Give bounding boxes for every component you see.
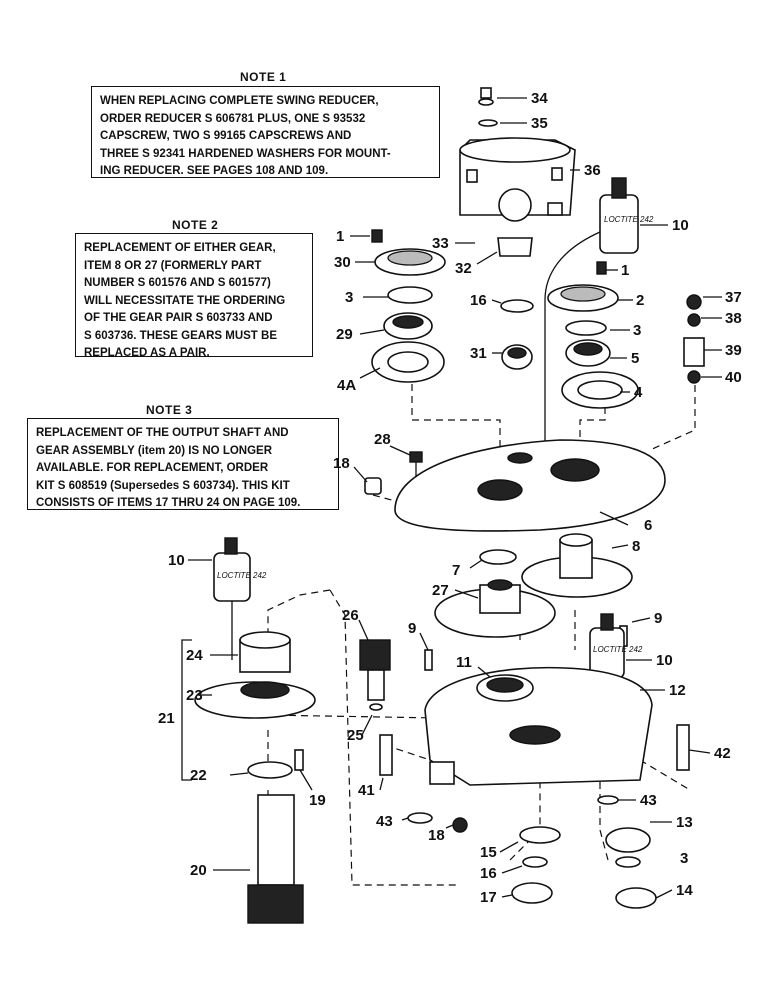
callout-23: 23 (186, 687, 203, 704)
note-2-box: REPLACEMENT OF EITHER GEAR, ITEM 8 OR 27… (75, 233, 313, 359)
callout-30: 30 (334, 254, 351, 271)
left-bearing-stack (371, 229, 446, 383)
leader-lines (188, 97, 722, 899)
note-1-title: NOTE 1 (240, 70, 287, 84)
callout-14: 14 (676, 882, 693, 899)
callout-5: 5 (631, 350, 639, 367)
callout-3a: 3 (345, 289, 353, 306)
callout-20: 20 (190, 862, 207, 879)
callout-9b: 9 (654, 610, 662, 627)
note-3-box: REPLACEMENT OF THE OUTPUT SHAFT AND GEAR… (27, 418, 339, 510)
plug-stack (683, 294, 705, 384)
loctite-bottle-left: LOCTITE 242 (213, 537, 267, 660)
callout-11: 11 (456, 654, 472, 671)
callout-32: 32 (455, 260, 472, 277)
callout-16b: 16 (480, 865, 497, 882)
callout-27: 27 (432, 582, 449, 599)
callout-6: 6 (644, 517, 652, 534)
callout-4a: 4A (337, 377, 356, 394)
callout-38: 38 (725, 310, 742, 327)
callout-33: 33 (432, 235, 449, 252)
callout-34: 34 (531, 90, 548, 107)
callout-37: 37 (725, 289, 742, 306)
callout-18a: 18 (333, 455, 350, 472)
callout-10c: 10 (656, 652, 673, 669)
callout-9a: 9 (408, 620, 416, 637)
callout-1a: 1 (336, 228, 344, 245)
gear-set (434, 533, 633, 638)
callout-42: 42 (714, 745, 731, 762)
dowel-pin-left (424, 649, 433, 671)
note-2-title: NOTE 2 (172, 218, 219, 232)
callout-21: 21 (158, 710, 175, 727)
loctite-bottle-top: LOCTITE 242 (544, 177, 654, 455)
callout-25: 25 (347, 727, 364, 744)
gear-housing (424, 666, 653, 786)
note-3-title: NOTE 3 (146, 403, 193, 417)
center-bearing-stack (500, 299, 534, 370)
loctite-bottle-middle: LOCTITE 242 (589, 613, 643, 679)
svg-text:LOCTITE 242: LOCTITE 242 (604, 215, 654, 224)
note-3-text: REPLACEMENT OF THE OUTPUT SHAFT AND GEAR… (36, 427, 301, 509)
callout-7: 7 (452, 562, 460, 579)
note-2-text: REPLACEMENT OF EITHER GEAR, ITEM 8 OR 27… (84, 242, 286, 359)
callout-4: 4 (634, 384, 643, 401)
callout-36: 36 (584, 162, 601, 179)
note-1-box: WHEN REPLACING COMPLETE SWING REDUCER, O… (91, 86, 440, 178)
callout-28: 28 (374, 431, 391, 448)
top-housing-assembly (459, 87, 576, 257)
svg-text:LOCTITE 242: LOCTITE 242 (593, 645, 643, 654)
pinion-shaft (359, 639, 391, 711)
callout-24: 24 (186, 647, 203, 664)
callout-43b: 43 (640, 792, 657, 809)
callout-13: 13 (676, 814, 693, 831)
callout-15: 15 (480, 844, 497, 861)
callout-18b: 18 (428, 827, 445, 844)
callout-29: 29 (336, 326, 353, 343)
callout-39: 39 (725, 342, 742, 359)
callout-17: 17 (480, 889, 497, 906)
callout-31: 31 (470, 345, 487, 362)
callout-26: 26 (342, 607, 359, 624)
right-bearing-stack (547, 261, 639, 409)
callout-16a: 16 (470, 292, 487, 309)
cover-plate (394, 439, 666, 532)
capscrew-28 (409, 451, 423, 463)
callout-35: 35 (531, 115, 548, 132)
callout-22: 22 (190, 767, 207, 784)
assembly-bracket-21 (181, 639, 192, 781)
callout-41: 41 (358, 782, 375, 799)
callout-10a: 10 (672, 217, 689, 234)
callout-40: 40 (725, 369, 742, 386)
output-shaft-assembly (194, 631, 316, 924)
plug-18-upper (364, 477, 382, 495)
callout-10b: 10 (168, 552, 185, 569)
callout-1b: 1 (621, 262, 629, 279)
callout-numbers: 34 35 36 10 1 30 33 32 1 3 2 29 16 3 31 … (158, 90, 742, 906)
callout-43a: 43 (376, 813, 393, 830)
callout-2: 2 (636, 292, 644, 309)
callout-12: 12 (669, 682, 686, 699)
callout-19: 19 (309, 792, 326, 809)
callout-8: 8 (632, 538, 640, 555)
callout-3c: 3 (680, 850, 688, 867)
note-1-text: WHEN REPLACING COMPLETE SWING REDUCER, O… (100, 95, 391, 177)
svg-text:LOCTITE 242: LOCTITE 242 (217, 571, 267, 580)
callout-3b: 3 (633, 322, 641, 339)
